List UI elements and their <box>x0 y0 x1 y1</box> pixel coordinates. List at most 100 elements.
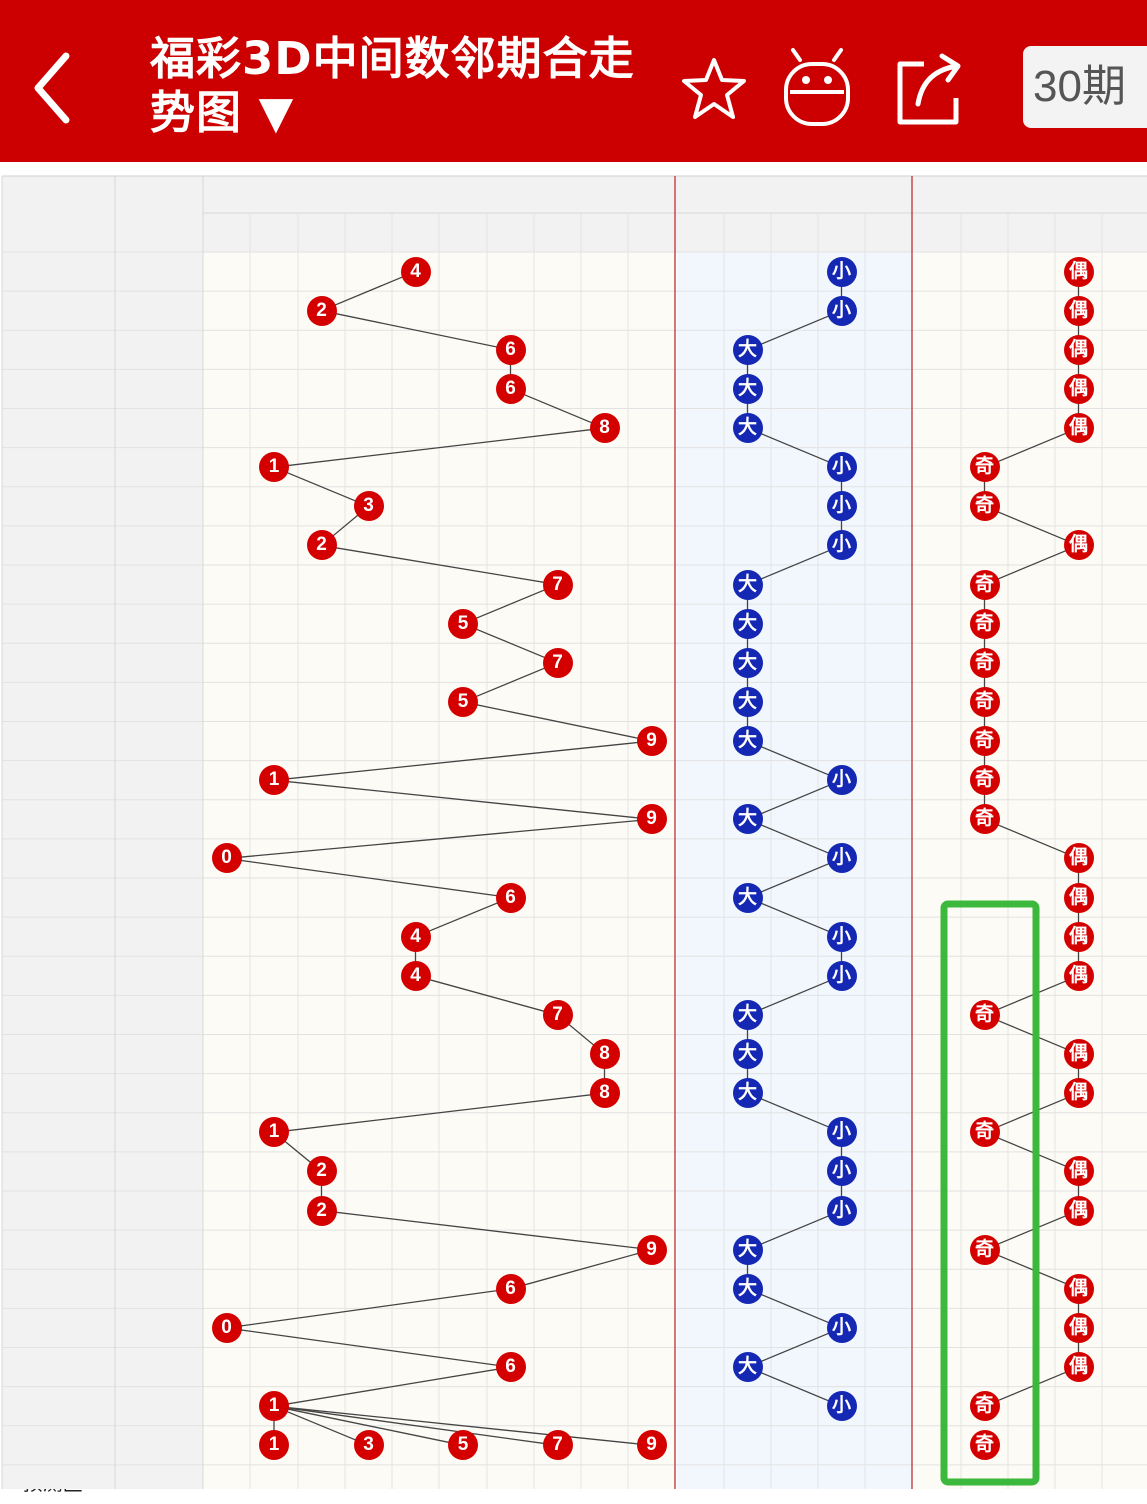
even-ball: 偶 <box>1063 334 1094 365</box>
mid-ball: 6 <box>495 334 526 365</box>
big-ball: 大 <box>732 1273 763 1304</box>
small-ball: 小 <box>826 1156 857 1187</box>
mid-ball: 8 <box>589 1039 620 1070</box>
mid-ball: 9 <box>636 804 667 835</box>
mid-ball: 4 <box>400 256 431 287</box>
back-chevron-icon[interactable] <box>28 46 88 130</box>
big-ball: 大 <box>732 726 763 757</box>
even-ball: 偶 <box>1063 1195 1094 1226</box>
odd-ball: 奇 <box>969 1391 1000 1422</box>
predict-odd-ball: 奇 <box>969 1430 1000 1461</box>
mid-ball: 2 <box>306 295 337 326</box>
big-ball: 大 <box>732 647 763 678</box>
size-trend-line <box>747 1209 842 1251</box>
even-ball: 偶 <box>1063 960 1094 991</box>
highlight-box <box>940 900 1040 1486</box>
big-ball: 大 <box>732 686 763 717</box>
even-ball: 偶 <box>1063 295 1094 326</box>
parity-trend-line <box>984 818 1079 860</box>
mid-ball: 0 <box>211 843 242 874</box>
mid-trend-line <box>273 466 369 507</box>
small-ball: 小 <box>826 491 857 522</box>
odd-ball: 奇 <box>969 491 1000 522</box>
mid-ball: 1 <box>259 1117 289 1148</box>
even-ball: 偶 <box>1063 1352 1094 1383</box>
trend-lines-layer <box>226 270 1080 1446</box>
even-ball: 偶 <box>1063 843 1094 874</box>
mid-ball: 6 <box>495 882 526 913</box>
small-ball: 小 <box>826 295 857 326</box>
share-icon[interactable] <box>890 46 966 130</box>
small-ball: 小 <box>826 530 857 561</box>
odd-ball: 奇 <box>969 999 1000 1030</box>
mid-trend-line <box>273 1366 511 1407</box>
period-selector-button[interactable]: 30期 <box>1023 46 1147 128</box>
predict-connector-line <box>273 1405 464 1446</box>
big-ball: 大 <box>732 1078 763 1109</box>
odd-ball: 奇 <box>969 726 1000 757</box>
even-ball: 偶 <box>1063 530 1094 561</box>
small-ball: 小 <box>826 921 857 952</box>
big-ball: 大 <box>732 882 763 913</box>
big-ball: 大 <box>732 373 763 404</box>
mid-ball: 1 <box>259 1391 289 1422</box>
big-ball: 大 <box>732 999 763 1030</box>
big-ball: 大 <box>732 1234 763 1265</box>
title-line-2[interactable]: 势图 ▼ <box>150 86 295 139</box>
even-ball: 偶 <box>1063 1039 1094 1070</box>
size-trend-line <box>747 310 842 351</box>
star-icon[interactable] <box>676 46 752 130</box>
mid-trend-line <box>226 857 511 899</box>
odd-ball: 奇 <box>969 647 1000 678</box>
odd-ball: 奇 <box>969 452 1000 483</box>
even-ball: 偶 <box>1063 1312 1094 1343</box>
parity-trend-line <box>984 1209 1079 1251</box>
mid-trend-line <box>273 779 652 820</box>
trend-table: 期数开奖号码中间数邻期合大小奇偶0123456789大小奇偶2026069908… <box>0 162 1147 1495</box>
size-trend-line <box>747 1366 842 1407</box>
mid-trend-line <box>226 1327 511 1368</box>
small-ball: 小 <box>826 1117 857 1148</box>
even-ball: 偶 <box>1063 1273 1094 1304</box>
android-icon[interactable] <box>780 46 856 130</box>
odd-ball: 奇 <box>969 569 1000 600</box>
predict-connector-line <box>273 1405 652 1446</box>
mid-ball: 2 <box>306 530 337 561</box>
predict-ball: 5 <box>448 1430 478 1461</box>
small-ball: 小 <box>826 1195 857 1226</box>
odd-ball: 奇 <box>969 1117 1000 1148</box>
odd-ball: 奇 <box>969 1234 1000 1265</box>
parity-trend-line <box>984 505 1079 547</box>
even-ball: 偶 <box>1063 921 1094 952</box>
mid-trend-line <box>321 544 558 586</box>
odd-ball: 奇 <box>969 765 1000 796</box>
app-header: 福彩3D中间数邻期合走 势图 ▼ 30期 <box>0 0 1147 162</box>
small-ball: 小 <box>826 1391 857 1422</box>
mid-trend-line <box>462 623 558 664</box>
trend-grid <box>1 175 1147 1489</box>
mid-trend-line <box>321 310 511 351</box>
parity-trend-line <box>984 427 1079 468</box>
mid-trend-line <box>510 1249 652 1290</box>
big-ball: 大 <box>732 804 763 835</box>
small-ball: 小 <box>826 256 857 287</box>
size-trend-line <box>747 1092 842 1133</box>
small-ball: 小 <box>826 765 857 796</box>
mid-trend-line <box>462 662 558 703</box>
mid-ball: 5 <box>448 608 478 639</box>
mid-ball: 7 <box>542 569 573 600</box>
predict-ball: 3 <box>353 1430 384 1461</box>
parity-trend-line <box>984 1249 1079 1290</box>
mid-trend-line <box>462 701 652 742</box>
size-trend-line <box>747 896 842 938</box>
size-trend-line <box>747 975 842 1016</box>
parity-trend-line <box>984 1092 1079 1133</box>
big-ball: 大 <box>732 569 763 600</box>
title-line-1: 福彩3D中间数邻期合走 <box>150 32 635 85</box>
mid-ball: 6 <box>495 1352 526 1383</box>
mid-ball: 8 <box>589 1078 620 1109</box>
odd-ball: 奇 <box>969 608 1000 639</box>
predict-connector-line <box>273 1405 369 1446</box>
size-trend-line <box>747 740 842 781</box>
size-trend-line <box>747 544 842 586</box>
